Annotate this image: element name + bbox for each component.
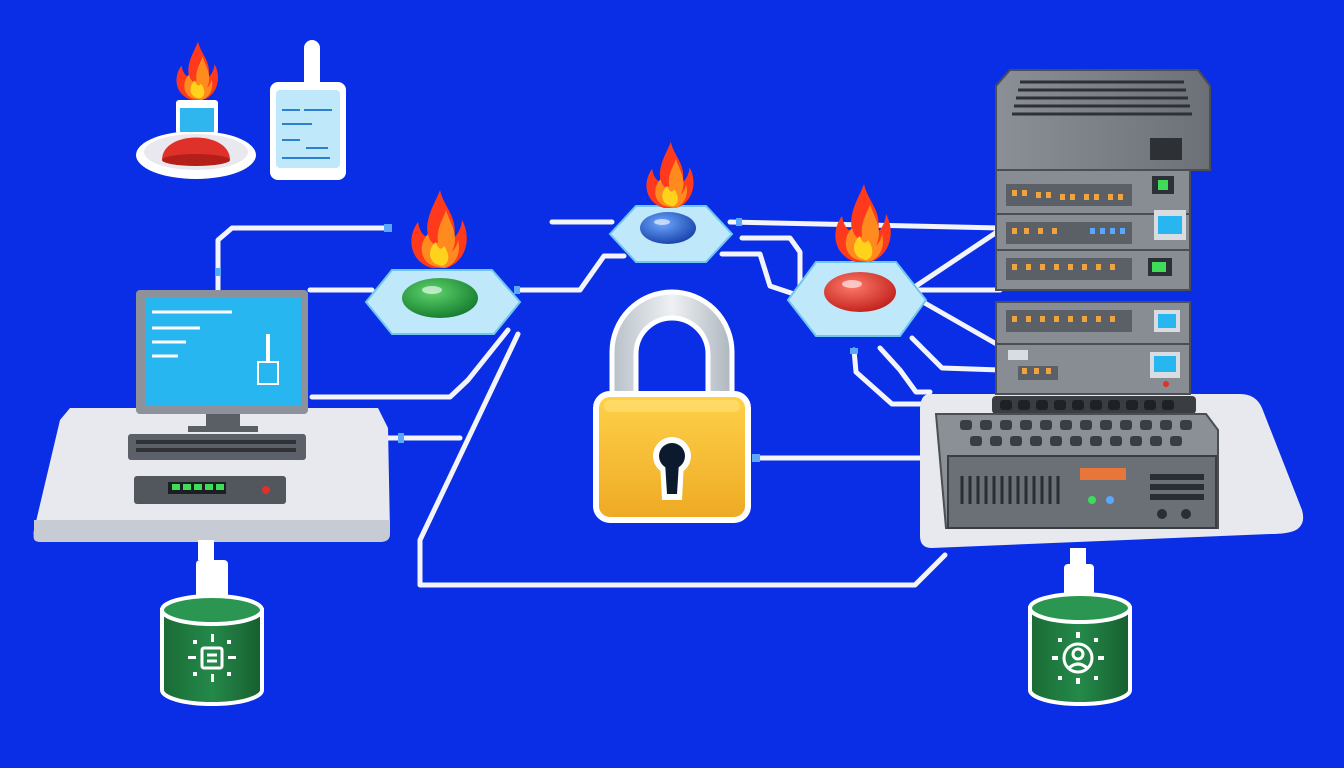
rack-unit — [995, 343, 1191, 395]
cable — [719, 251, 815, 303]
firewall-node-red — [786, 184, 928, 337]
rack-unit — [995, 169, 1191, 215]
document-icon — [200, 646, 224, 670]
handheld-terminal — [270, 40, 346, 180]
padlock-icon — [593, 289, 751, 523]
firewall-node-blue — [608, 141, 734, 263]
cable-connectors — [216, 218, 858, 462]
gear-person-icon — [1062, 642, 1094, 674]
cable — [417, 331, 948, 588]
database-icon-left — [160, 540, 264, 706]
cable — [851, 347, 933, 407]
firewall-node-green — [364, 190, 522, 335]
port-leds-blue — [1090, 228, 1125, 234]
cable — [909, 335, 1003, 373]
rack-unit — [995, 301, 1191, 345]
cable — [913, 227, 1003, 289]
burner-device — [136, 41, 256, 179]
cable — [215, 225, 388, 293]
cable — [913, 295, 1003, 349]
cable — [877, 345, 933, 395]
port-leds — [1012, 190, 1123, 374]
monitor-screen — [145, 298, 301, 406]
cable — [517, 253, 627, 293]
rack-unit — [995, 249, 1191, 291]
database-icon-right — [1028, 548, 1132, 706]
network-cables — [215, 219, 1003, 588]
keyhole — [653, 437, 691, 500]
computer-icon — [128, 290, 308, 504]
keyboard — [128, 434, 306, 460]
cable — [309, 327, 511, 400]
server-rack-icon — [934, 69, 1219, 529]
server-appliance — [934, 413, 1219, 529]
